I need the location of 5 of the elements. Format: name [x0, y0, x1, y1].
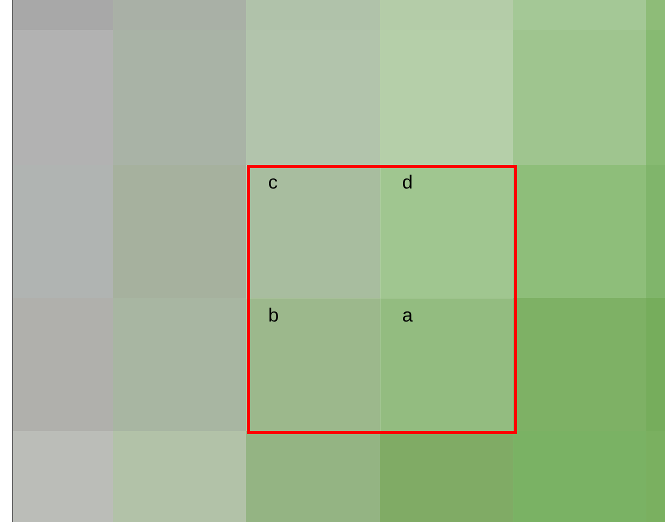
grid-cell: d — [380, 165, 514, 298]
grid-cell: a — [380, 298, 514, 432]
highlight-box — [247, 164, 517, 434]
grid-cell: b — [246, 298, 380, 432]
grid-cell: c — [246, 165, 380, 298]
